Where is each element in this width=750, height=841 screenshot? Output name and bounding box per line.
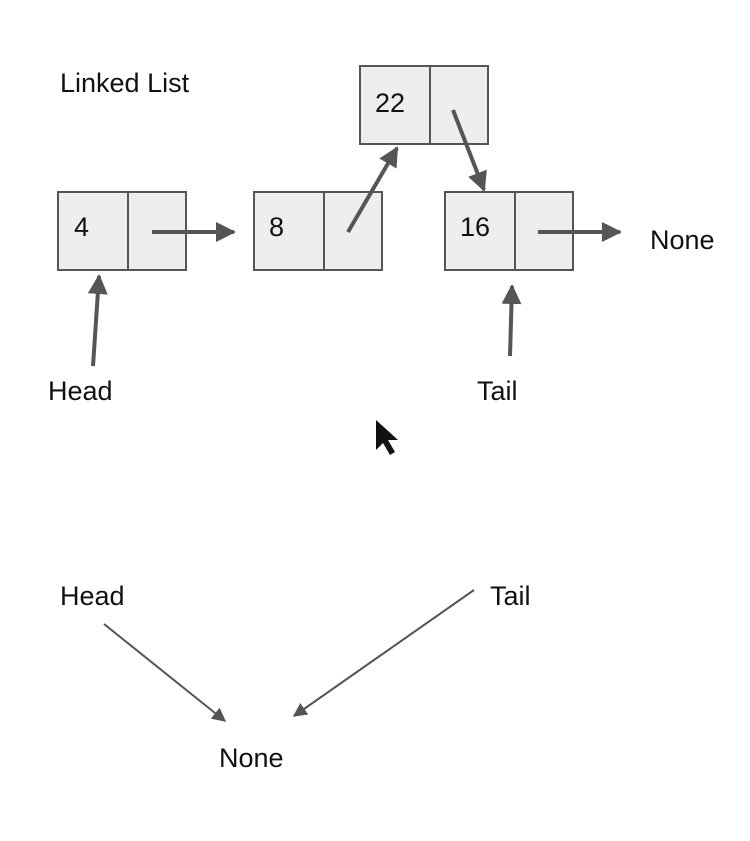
arrow-8-to-22 bbox=[346, 146, 399, 234]
node-next-cell bbox=[429, 65, 489, 145]
bottom-tail-arrow bbox=[292, 589, 475, 717]
top-head-label: Head bbox=[48, 376, 113, 406]
top-none-label: None bbox=[650, 225, 715, 255]
tail-pointer-arrow bbox=[501, 284, 522, 357]
node-16: 16 bbox=[444, 191, 574, 271]
node-value: 8 bbox=[269, 212, 284, 242]
node-8: 8 bbox=[253, 191, 383, 271]
node-next-cell bbox=[323, 191, 383, 271]
head-pointer-arrow bbox=[87, 274, 108, 367]
node-value-cell bbox=[57, 191, 129, 271]
top-tail-label: Tail bbox=[477, 376, 518, 406]
diagram-title: Linked List bbox=[60, 68, 190, 98]
node-value-cell bbox=[444, 191, 516, 271]
bottom-head-arrow bbox=[103, 623, 227, 722]
node-value-cell bbox=[359, 65, 431, 145]
node-value: 4 bbox=[74, 212, 89, 242]
bottom-head-label: Head bbox=[60, 581, 125, 611]
bottom-none-label: None bbox=[219, 743, 284, 773]
arrow-22-to-16 bbox=[451, 109, 487, 192]
node-value: 22 bbox=[375, 88, 405, 118]
node-value-cell bbox=[253, 191, 325, 271]
node-value: 16 bbox=[460, 212, 490, 242]
node-4: 4 bbox=[57, 191, 187, 271]
node-22: 22 bbox=[359, 65, 489, 145]
bottom-tail-label: Tail bbox=[490, 581, 531, 611]
mouse-pointer-icon bbox=[376, 420, 398, 455]
